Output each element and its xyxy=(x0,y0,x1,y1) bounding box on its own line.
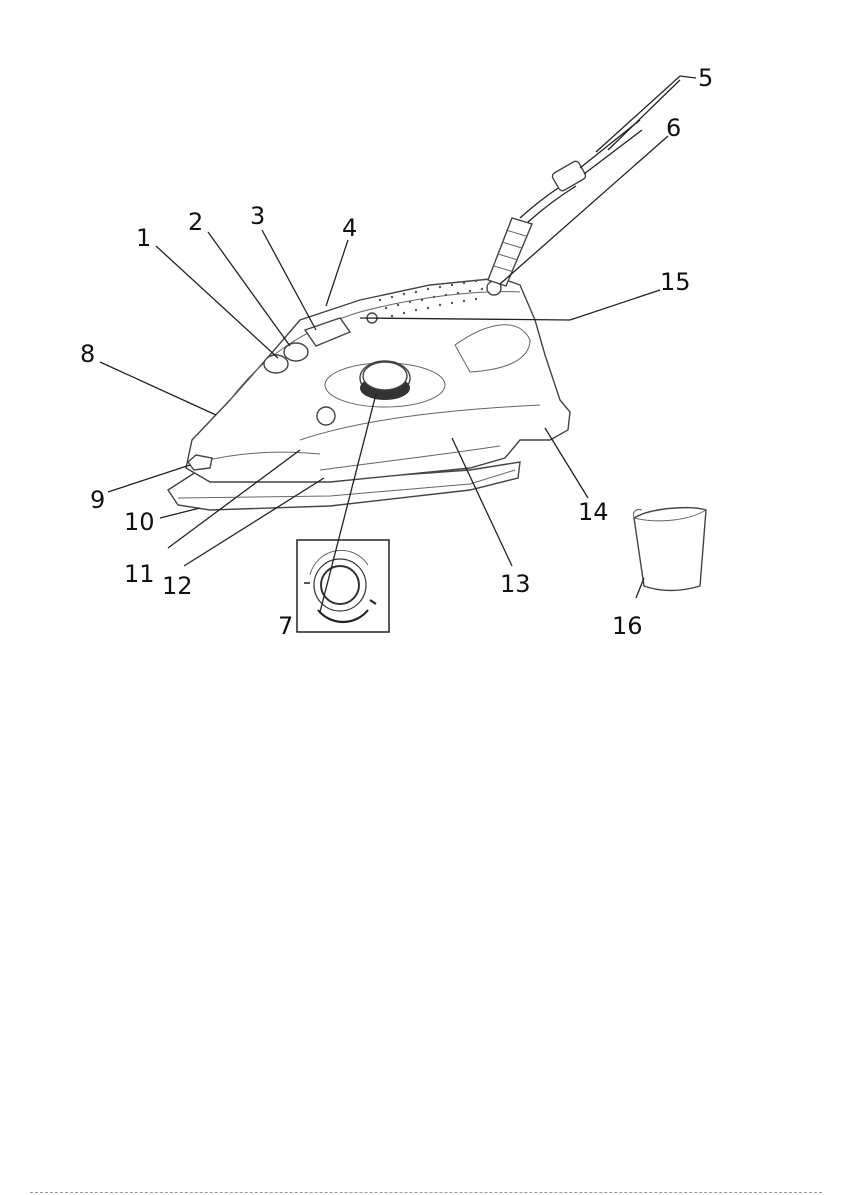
callout-10: 10 xyxy=(124,508,155,536)
callout-6: 6 xyxy=(666,114,681,142)
callout-15: 15 xyxy=(660,268,691,296)
callout-16: 16 xyxy=(612,612,643,640)
steam-iron-illustration xyxy=(168,120,642,510)
temperature-dial-icon xyxy=(297,540,389,632)
callout-11: 11 xyxy=(124,560,155,588)
callout-7: 7 xyxy=(278,612,293,640)
callout-9: 9 xyxy=(90,486,105,514)
callout-5: 5 xyxy=(698,64,713,92)
callout-12: 12 xyxy=(162,572,193,600)
callout-8: 8 xyxy=(80,340,95,368)
callout-2: 2 xyxy=(188,208,203,236)
page-bottom-border xyxy=(30,1192,822,1193)
callout-1: 1 xyxy=(136,224,151,252)
callout-3: 3 xyxy=(250,202,265,230)
callout-4: 4 xyxy=(342,214,357,242)
callout-14: 14 xyxy=(578,498,609,526)
measuring-cup-icon xyxy=(633,508,706,591)
callout-13: 13 xyxy=(500,570,531,598)
